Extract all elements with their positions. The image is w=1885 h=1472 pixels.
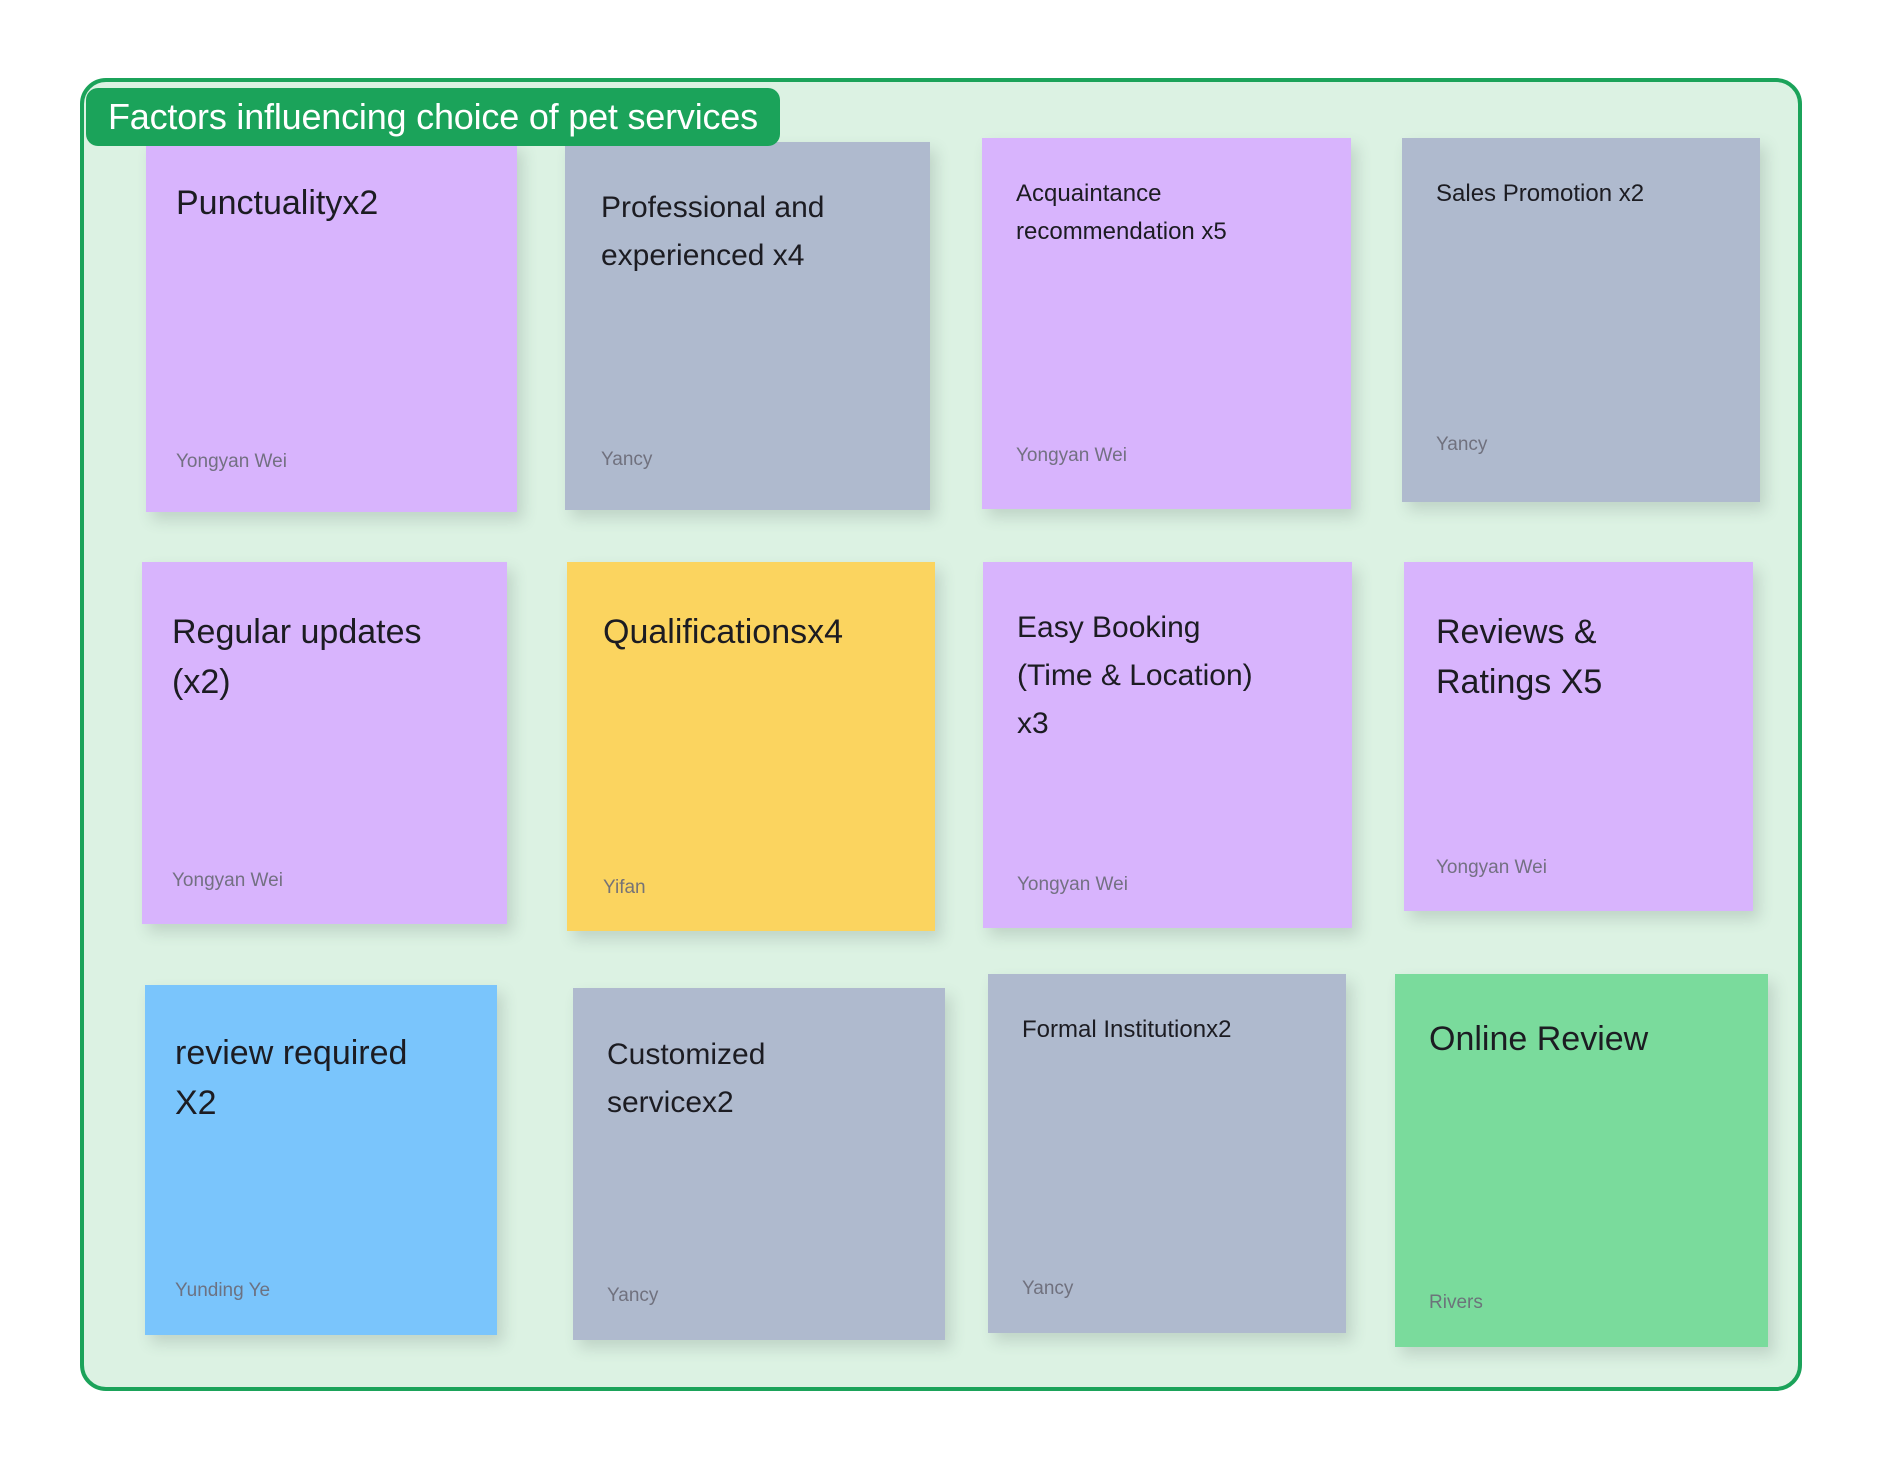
- sticky-note-author: Yongyan Wei: [1016, 445, 1127, 466]
- sticky-note-author: Yongyan Wei: [1436, 857, 1547, 878]
- sticky-note-author: Rivers: [1429, 1292, 1483, 1313]
- sticky-note-text: Acquaintance recommendation x5: [1016, 180, 1227, 245]
- sticky-note[interactable]: review required X2 Yunding Ye: [145, 985, 497, 1335]
- sticky-note[interactable]: Online Review Rivers: [1395, 974, 1768, 1347]
- sticky-note[interactable]: Punctualityx2 Yongyan Wei: [146, 142, 517, 512]
- sticky-note-text: Reviews & Ratings X5: [1436, 613, 1603, 701]
- sticky-note-text: Customized servicex2: [607, 1038, 766, 1119]
- sticky-note[interactable]: Sales Promotion x2 Yancy: [1402, 138, 1760, 502]
- sticky-note-author: Yancy: [1436, 434, 1488, 455]
- sticky-note[interactable]: Qualificationsx4 Yifan: [567, 562, 935, 931]
- sticky-note[interactable]: Reviews & Ratings X5 Yongyan Wei: [1404, 562, 1753, 911]
- sticky-note-text: Easy Booking (Time & Location) x3: [1017, 611, 1253, 740]
- sticky-note-text: Punctualityx2: [176, 184, 379, 222]
- sticky-note-author: Yifan: [603, 877, 646, 898]
- sticky-note-author: Yancy: [601, 449, 653, 470]
- sticky-note-text: Formal Institutionx2: [1022, 1016, 1232, 1043]
- sticky-note-author: Yongyan Wei: [1017, 874, 1128, 895]
- sticky-note-author: Yunding Ye: [175, 1280, 271, 1301]
- sticky-note-text: Sales Promotion x2: [1436, 180, 1645, 207]
- sticky-note[interactable]: Formal Institutionx2 Yancy: [988, 974, 1346, 1333]
- sticky-note-text: Online Review: [1429, 1020, 1649, 1058]
- sticky-note-text: Regular updates (x2): [172, 613, 422, 701]
- sticky-note[interactable]: Acquaintance recommendation x5 Yongyan W…: [982, 138, 1351, 509]
- sticky-note-text: review required X2: [175, 1034, 408, 1122]
- sticky-note-text: Qualificationsx4: [603, 613, 844, 651]
- frame-title-tab[interactable]: Factors influencing choice of pet servic…: [86, 88, 780, 146]
- sticky-note[interactable]: Regular updates (x2) Yongyan Wei: [142, 562, 507, 924]
- sticky-note-author: Yongyan Wei: [172, 870, 283, 891]
- sticky-note[interactable]: Customized servicex2 Yancy: [573, 988, 945, 1340]
- sticky-note[interactable]: Easy Booking (Time & Location) x3 Yongya…: [983, 562, 1352, 928]
- sticky-note-text: Professional and experienced x4: [601, 191, 825, 272]
- sticky-note-author: Yongyan Wei: [176, 451, 287, 472]
- sticky-note[interactable]: Professional and experienced x4 Yancy: [565, 142, 930, 510]
- frame-title-label: Factors influencing choice of pet servic…: [108, 96, 758, 137]
- sticky-note-author: Yancy: [1022, 1278, 1074, 1299]
- sticky-note-author: Yancy: [607, 1285, 659, 1306]
